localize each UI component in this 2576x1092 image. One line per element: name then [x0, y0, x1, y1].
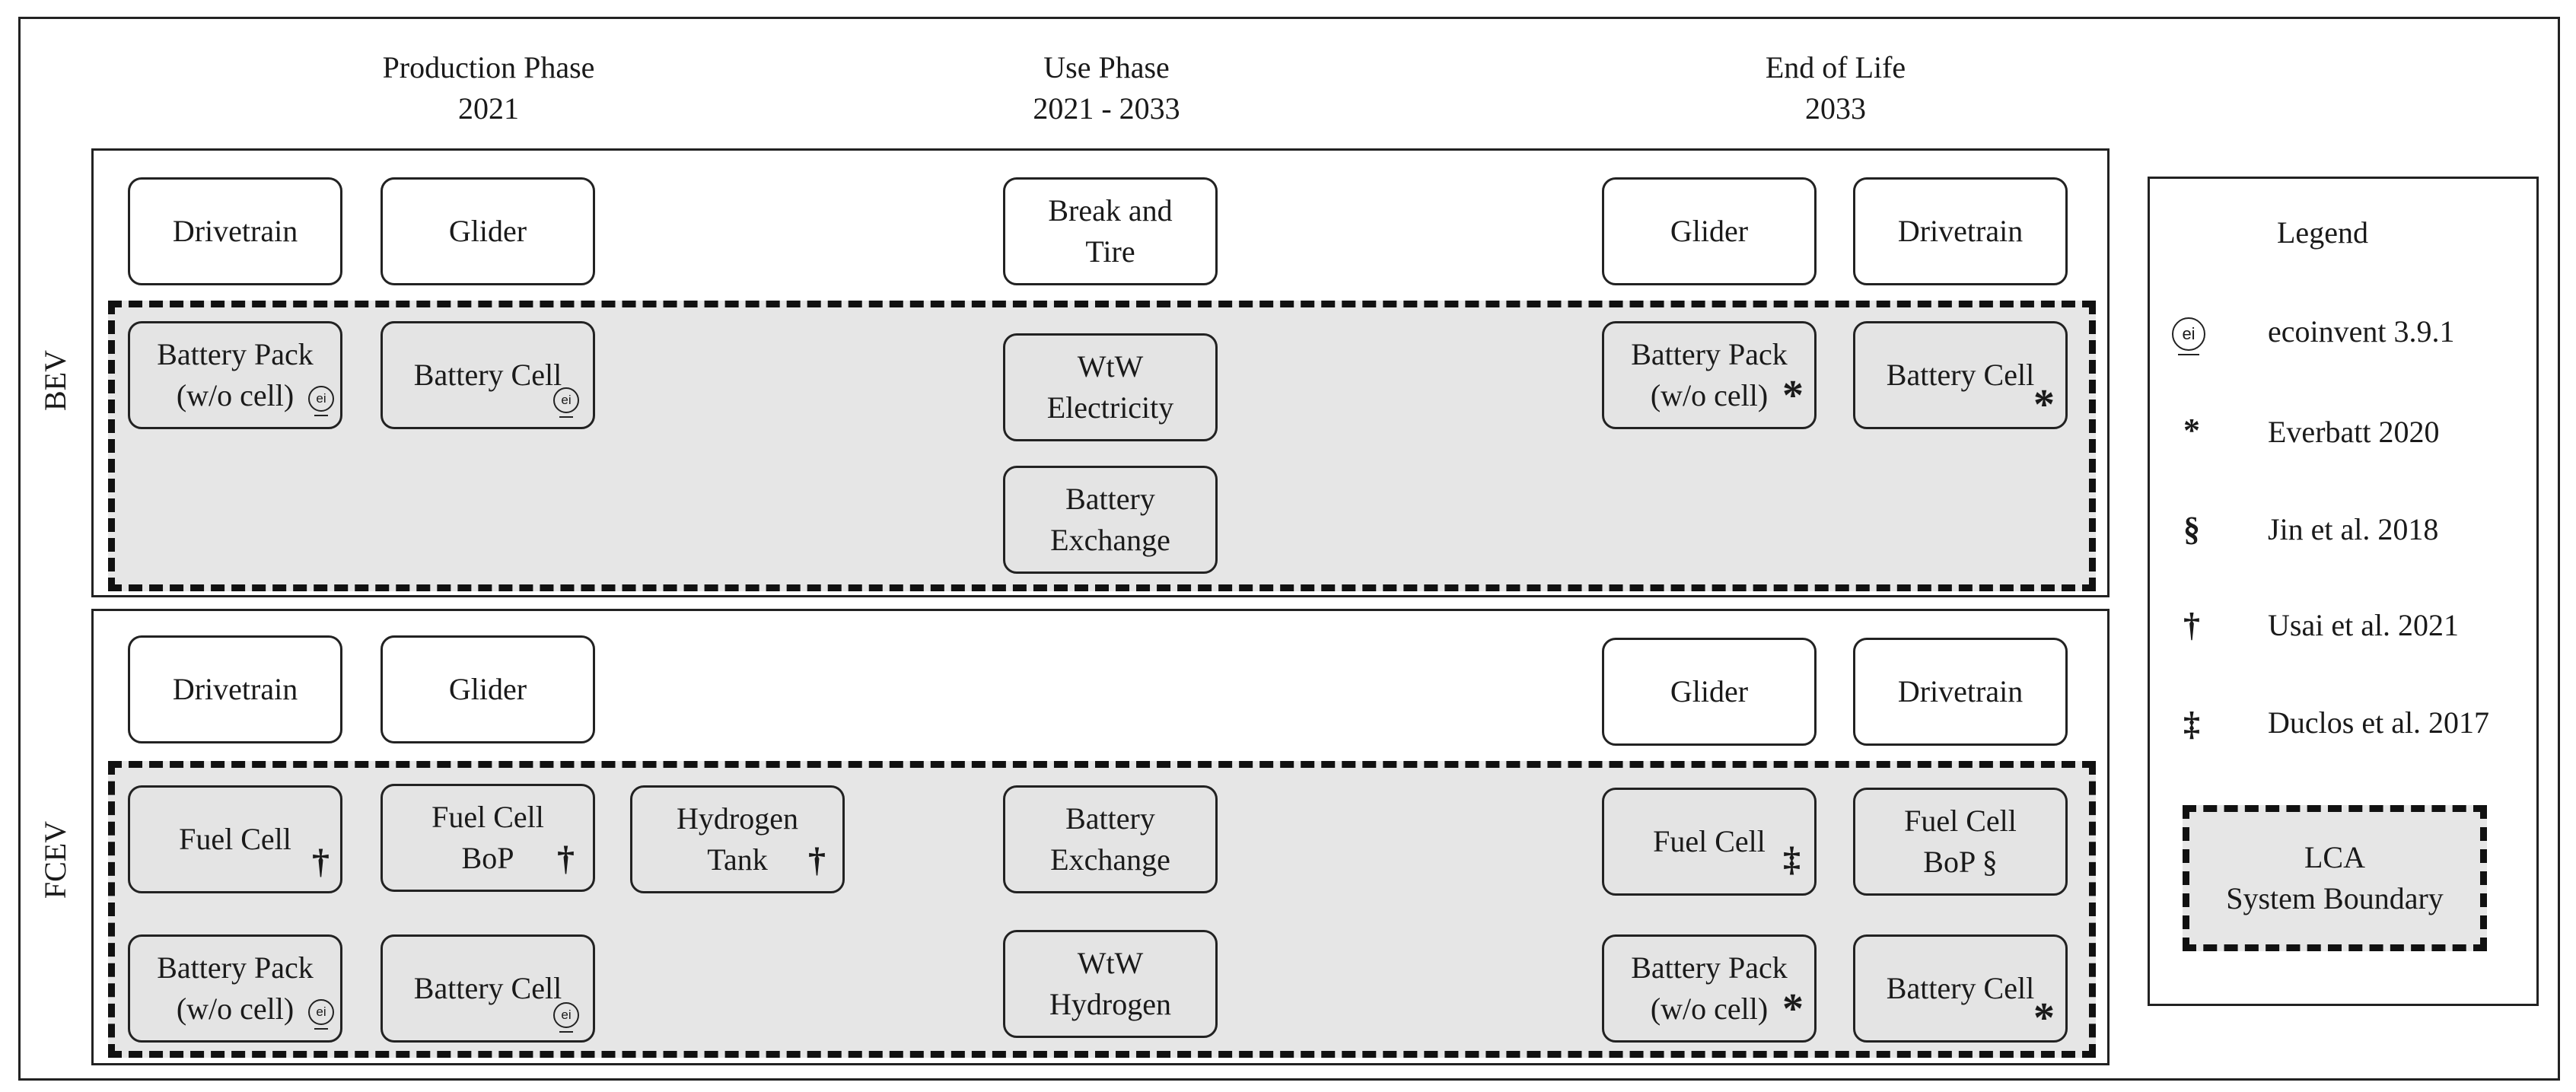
bev-drivetrain-eol: Drivetrain — [1853, 177, 2068, 285]
fcev-hydrogen-tank: Hydrogen Tank † — [630, 785, 845, 893]
legend-item-everbatt-label: Everbatt 2020 — [2268, 415, 2440, 449]
phase-eol: End of Life 2033 — [1638, 47, 2033, 129]
fcev-battery-cell-eol: Battery Cell * — [1853, 934, 2068, 1043]
bev-battery-pack-prod: Battery Pack (w/o cell) ei — [128, 321, 342, 429]
legend-item-ecoinvent-symbol: ei — [2163, 316, 2208, 355]
legend-system-boundary: LCA System Boundary — [2183, 805, 2487, 951]
legend-title: Legend — [2277, 215, 2368, 250]
bev-drivetrain-prod: Drivetrain — [128, 177, 342, 285]
phase-eol-year: 2033 — [1805, 91, 1866, 126]
fcev-label: FCEV — [38, 820, 72, 899]
phase-production-year: 2021 — [458, 91, 519, 126]
bev-break-tire: Break and Tire — [1003, 177, 1218, 285]
legend-item-ecoinvent-label: ecoinvent 3.9.1 — [2268, 314, 2455, 349]
phase-use-name: Use Phase — [1043, 50, 1170, 84]
fcev-wtw-hydrogen: WtW Hydrogen — [1003, 930, 1218, 1038]
phase-production-name: Production Phase — [382, 50, 595, 84]
fcev-fuel-cell-eol: Fuel Cell ‡ — [1602, 788, 1817, 896]
everbatt-asterisk-icon: * — [1782, 372, 1804, 419]
fcev-drivetrain-prod: Drivetrain — [128, 635, 342, 743]
legend-item-jin-label: Jin et al. 2018 — [2268, 512, 2439, 546]
everbatt-asterisk-icon: * — [2183, 412, 2200, 449]
bev-battery-pack-eol: Battery Pack (w/o cell) * — [1602, 321, 1817, 429]
fcev-fuel-cell-bop-prod: Fuel Cell BoP † — [381, 784, 595, 892]
bev-battery-exchange: Battery Exchange — [1003, 466, 1218, 574]
fcev-glider-eol: Glider — [1602, 638, 1817, 746]
fcev-fuel-cell-bop-eol: Fuel Cell BoP § — [1853, 788, 2068, 896]
legend-item-duclos-label: Duclos et al. 2017 — [2268, 705, 2490, 740]
phase-use: Use Phase 2021 - 2033 — [909, 47, 1304, 129]
bev-glider-prod: Glider — [381, 177, 595, 285]
fcev-battery-cell-prod: Battery Cell ei — [381, 934, 595, 1043]
usai-dagger-icon: † — [312, 842, 330, 880]
usai-dagger-icon: † — [557, 839, 575, 877]
everbatt-asterisk-icon: * — [2033, 381, 2055, 428]
fcev-battery-pack-prod: Battery Pack (w/o cell) ei — [128, 934, 342, 1043]
figure-frame — [18, 17, 2560, 1081]
ecoinvent-icon: ei — [2172, 317, 2205, 355]
bev-wtw-electricity: WtW Electricity — [1003, 333, 1218, 441]
jin-section-icon: § — [2183, 511, 2200, 548]
ecoinvent-icon: ei — [308, 386, 334, 416]
usai-dagger-icon: † — [808, 840, 826, 879]
bev-label: BEV — [38, 350, 72, 411]
usai-dagger-icon: † — [2183, 606, 2200, 644]
fcev-fuel-cell-prod: Fuel Cell † — [128, 785, 342, 893]
ecoinvent-icon: ei — [553, 1002, 579, 1033]
bev-battery-cell-prod: Battery Cell ei — [381, 321, 595, 429]
duclos-double-dagger-icon: ‡ — [1783, 839, 1801, 878]
duclos-double-dagger-icon: ‡ — [2183, 705, 2200, 743]
bev-glider-eol: Glider — [1602, 177, 1817, 285]
bev-battery-cell-eol: Battery Cell * — [1853, 321, 2068, 429]
fcev-battery-pack-eol: Battery Pack (w/o cell) * — [1602, 934, 1817, 1043]
fcev-glider-prod: Glider — [381, 635, 595, 743]
fcev-battery-exchange: Battery Exchange — [1003, 785, 1218, 893]
phase-eol-name: End of Life — [1765, 50, 1906, 84]
legend-item-usai-label: Usai et al. 2021 — [2268, 608, 2460, 642]
ecoinvent-icon: ei — [553, 387, 579, 418]
phase-use-year: 2021 - 2033 — [1033, 91, 1180, 126]
fcev-drivetrain-eol: Drivetrain — [1853, 638, 2068, 746]
everbatt-asterisk-icon: * — [2033, 995, 2055, 1042]
ecoinvent-icon: ei — [308, 999, 334, 1030]
everbatt-asterisk-icon: * — [1782, 985, 1804, 1033]
phase-production: Production Phase 2021 — [291, 47, 686, 129]
